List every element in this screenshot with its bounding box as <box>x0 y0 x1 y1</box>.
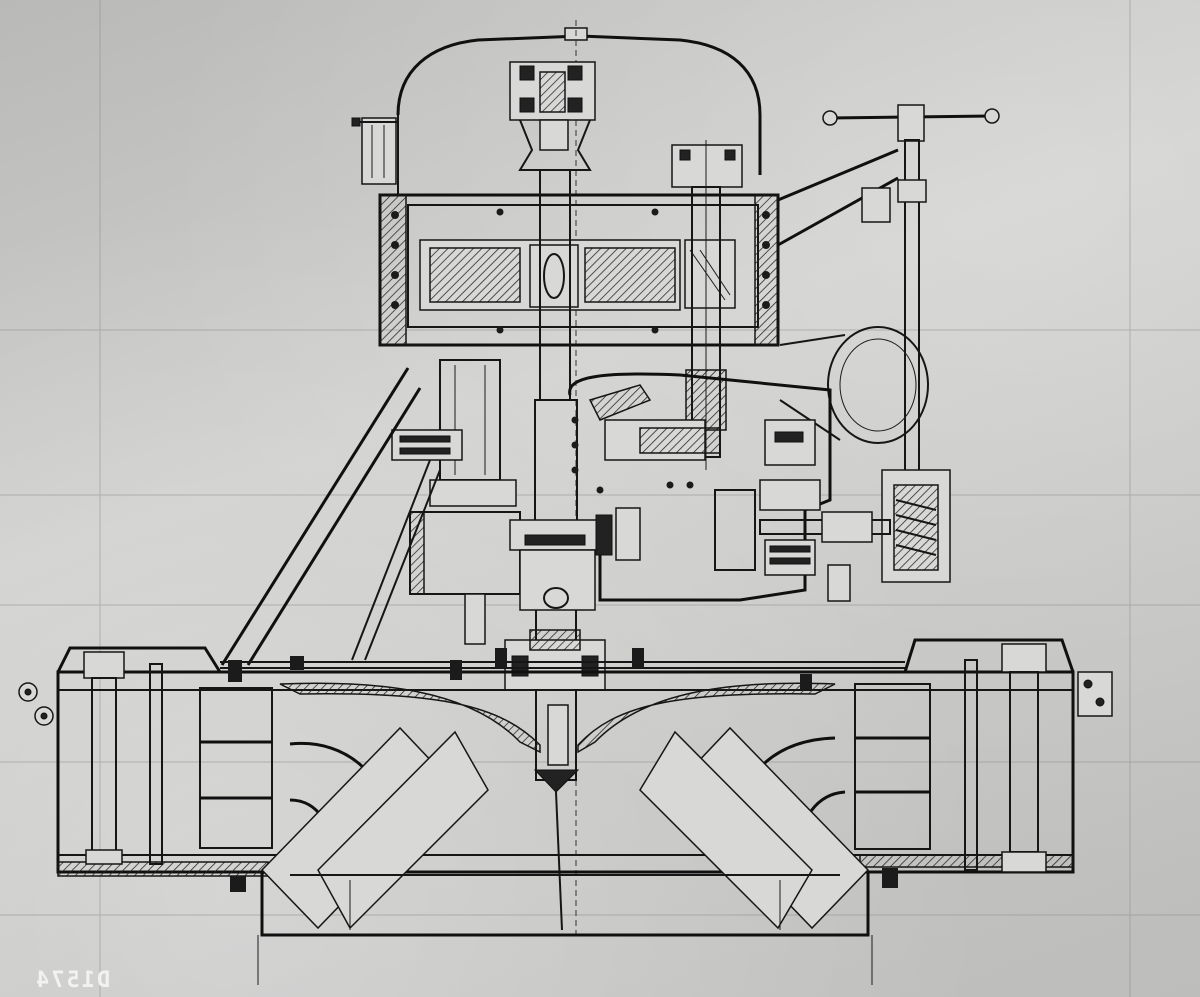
support-struts <box>220 344 441 666</box>
drawing-number-label: D1574 <box>34 968 111 993</box>
base-bolts <box>228 648 898 892</box>
handwheel-icon <box>822 104 1000 142</box>
mid-gear-housing <box>568 372 832 602</box>
handwheel-assembly <box>777 104 1000 583</box>
center-coupling <box>509 507 641 611</box>
fan-blade-icon <box>260 726 870 930</box>
cross-shaft <box>759 511 891 602</box>
fan-housing <box>56 638 1075 877</box>
upper-gearbox <box>378 193 780 347</box>
left-tie-rod <box>18 651 163 865</box>
right-tie-rod <box>964 643 1113 873</box>
guide-vanes-right <box>854 683 931 850</box>
guide-vanes-left <box>199 687 273 849</box>
fan-hub-bearing <box>504 629 606 691</box>
top-bearing <box>509 61 596 171</box>
outlet-ring <box>257 872 873 985</box>
cover-latch <box>351 117 398 185</box>
